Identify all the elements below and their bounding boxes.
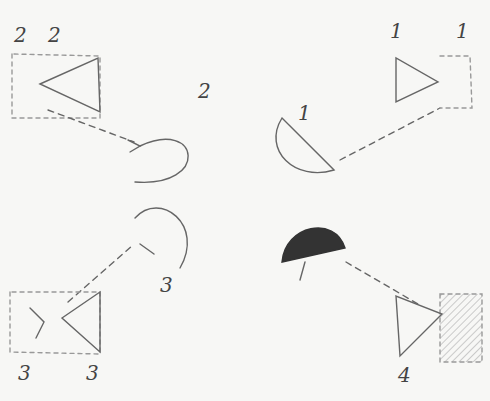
callout-number: 3 [86, 362, 99, 384]
arrow-tip [128, 140, 140, 152]
dashed-frame [10, 292, 100, 354]
callout-number: 2 [14, 24, 27, 46]
dashed-line [340, 108, 440, 160]
tail-line [300, 262, 305, 280]
callout-number: 4 [398, 364, 411, 386]
triangle [396, 58, 438, 102]
triangle [396, 296, 442, 356]
dashed-frame [12, 54, 100, 118]
dashed-frame [440, 56, 472, 108]
triangle [40, 58, 100, 112]
filled-semicircle [282, 228, 345, 262]
callout-number: 2 [198, 80, 211, 102]
semicircle [135, 139, 188, 182]
pencil-stroke [30, 308, 44, 338]
callout-number: 1 [298, 102, 311, 124]
callout-number: 1 [390, 20, 403, 42]
callout-number: 1 [456, 20, 469, 42]
hatched-frame [440, 294, 482, 362]
dashed-line [346, 262, 418, 304]
callout-number: 3 [18, 362, 31, 384]
callout-number: 3 [160, 274, 173, 296]
tick-mark [140, 244, 154, 254]
semicircle [276, 118, 334, 173]
dashed-line [48, 110, 134, 142]
semicircle [135, 208, 187, 268]
triangle [62, 292, 100, 352]
callout-number: 2 [48, 24, 61, 46]
